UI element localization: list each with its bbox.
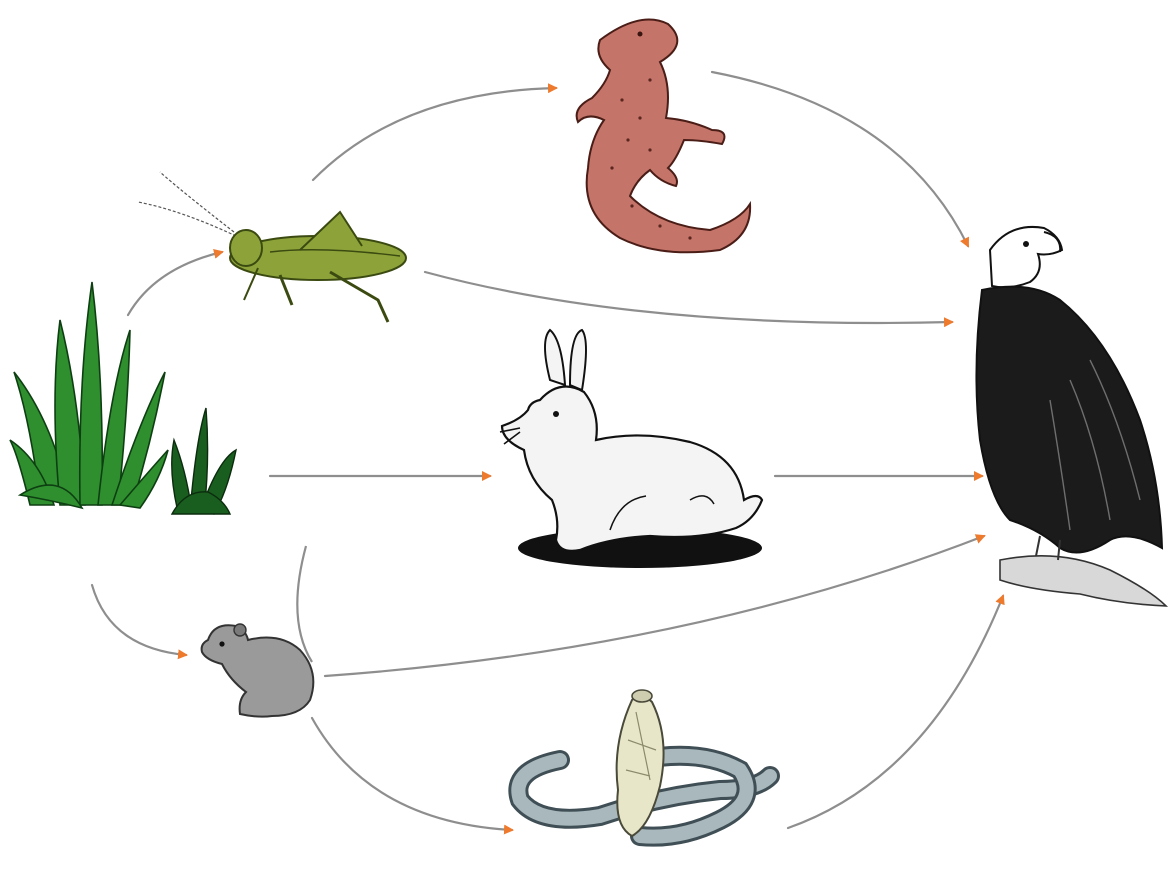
mouse-tail [297, 546, 312, 662]
edge-grasshopper-to-lizard [313, 88, 556, 180]
edge-snake-to-eagle [788, 596, 1003, 828]
eagle-icon [976, 227, 1166, 606]
lizard-icon [577, 20, 751, 253]
edge-grasshopper-to-eagle [425, 272, 952, 323]
mouse-icon [202, 624, 314, 717]
edge-grass-to-mouse [92, 585, 186, 655]
grasshopper-icon [138, 172, 406, 322]
cobra-snake-icon [518, 690, 770, 837]
edge-mouse-to-snake [312, 718, 512, 830]
edge-lizard-to-eagle [712, 72, 968, 246]
rabbit-icon [500, 330, 762, 568]
grass-icon [10, 282, 236, 514]
edge-grass-to-grasshopper [128, 252, 222, 315]
